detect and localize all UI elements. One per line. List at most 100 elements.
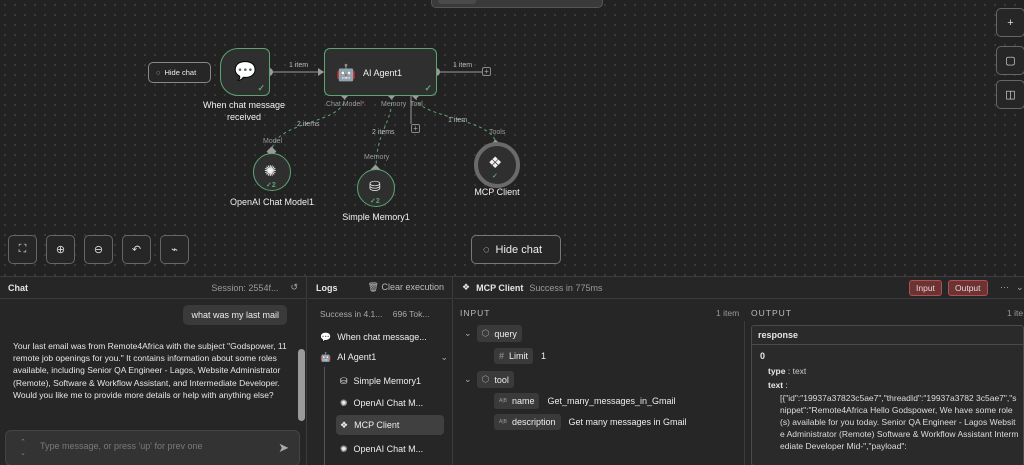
output-index: 0 <box>760 351 766 361</box>
chevron-down-icon: ⌄ <box>440 351 448 362</box>
node-label-openai: OpenAI Chat Model1 <box>229 197 315 207</box>
openai-logo-icon: ✺ <box>340 397 348 408</box>
input-query-row[interactable]: ⌄ ⬡query <box>464 325 522 342</box>
user-message: what was my last mail <box>183 305 287 325</box>
mcp-logo-icon: ❖ <box>340 419 349 430</box>
log-item-openai-2[interactable]: ✺ OpenAI Chat M... <box>340 443 424 455</box>
input-toggle-button[interactable]: Input <box>909 280 942 296</box>
mcp-logo-icon: ❖ <box>462 282 471 292</box>
input-port-tools: Tools <box>489 129 506 136</box>
edge-label-memory: 2 items <box>372 129 395 136</box>
port-tool: Tool <box>410 101 423 108</box>
output-text-label: text : <box>768 380 788 390</box>
chevron-down-icon: ⌄ <box>464 328 472 338</box>
logs-title: Logs <box>316 282 338 293</box>
undo-icon: ↶ <box>131 244 142 256</box>
zoom-fit-button[interactable]: ⛶ <box>8 235 37 264</box>
canvas-top-tab[interactable] <box>431 0 603 8</box>
output-type-row: type : text <box>768 366 807 376</box>
node-chat-trigger[interactable]: 💬 ✓ <box>220 48 270 96</box>
edge-label-model: 2 items <box>297 121 320 128</box>
chat-panel: Chat Session: 2554f... ↺ what was my las… <box>0 277 307 465</box>
chat-scrollbar[interactable] <box>298 349 305 421</box>
reset-session-icon[interactable]: ↺ <box>290 282 298 292</box>
hide-chat-button[interactable]: ◌ Hide chat <box>471 235 561 264</box>
input-tool-row[interactable]: ⌄ ⬡tool <box>464 371 514 388</box>
openai-logo-icon: ✺ <box>264 163 277 180</box>
node-label-mcp: MCP Client <box>474 187 520 197</box>
detail-node-name: MCP Client <box>476 282 524 293</box>
session-id: Session: 2554f... <box>211 282 279 293</box>
edge-label-tool: 1 item <box>448 117 468 124</box>
tidy-up-button[interactable]: ⌁ <box>160 235 189 264</box>
log-item-simple-memory[interactable]: ⛁ Simple Memory1 <box>340 375 422 387</box>
history-arrows-icon[interactable]: ⌃⌄ <box>20 439 26 457</box>
add-next-node-button[interactable]: + <box>482 67 491 76</box>
sticky-note-icon: ▢ <box>1005 55 1016 67</box>
detail-header: ❖ MCP Client Success in 775ms Input Outp… <box>454 277 1024 299</box>
plus-icon: + <box>1007 16 1014 29</box>
chat-title: Chat <box>8 282 28 293</box>
success-check-icon: ✓ <box>492 173 498 180</box>
node-label-agent: AI Agent1 <box>363 68 403 78</box>
edge-label-agent-out: 1 item <box>453 62 473 69</box>
logs-panel: Logs 🗑 Clear execution Success in 4.1...… <box>308 277 453 465</box>
mcp-logo-icon: ❖ <box>488 155 503 172</box>
chat-header: Chat Session: 2554f... ↺ <box>0 277 306 299</box>
robot-icon: 🤖 <box>336 65 356 82</box>
string-type-icon: A|B <box>499 398 507 404</box>
hide-chat-button-canvas[interactable]: ◌ Hide chat <box>148 62 211 83</box>
toggle-panel-button[interactable]: ◫ <box>996 80 1024 109</box>
send-icon[interactable]: ➤ <box>278 440 289 455</box>
chevron-down-icon: ⌄ <box>464 374 472 384</box>
add-tool-button[interactable]: + <box>411 124 420 133</box>
node-label-trigger: When chat message received <box>202 100 286 122</box>
log-item-openai-1[interactable]: ✺ OpenAI Chat M... <box>340 397 424 409</box>
add-sticky-note-button[interactable]: ▢ <box>996 46 1024 75</box>
success-check-icon: ✓ <box>257 83 265 93</box>
clear-execution-button[interactable]: 🗑 Clear execution <box>367 282 445 292</box>
chat-bubbles-icon: 💬 <box>234 61 257 81</box>
panel-layout-icon: ◫ <box>1005 89 1016 101</box>
string-type-icon: A|B <box>499 419 507 425</box>
log-item-ai-agent[interactable]: 🤖 AI Agent1 ⌄ <box>320 351 448 363</box>
success-check-icon: ✓ <box>424 83 432 93</box>
undo-button[interactable]: ↶ <box>122 235 151 264</box>
add-node-button[interactable]: + <box>996 8 1024 37</box>
hash-icon: # <box>499 351 505 361</box>
edge-memory <box>375 96 393 171</box>
database-icon: ⛁ <box>340 375 348 386</box>
bottom-panels: Chat Session: 2554f... ↺ what was my las… <box>0 276 1024 465</box>
edge-model <box>271 96 346 153</box>
output-json-view[interactable]: response 0 type : text text : [{"id":"19… <box>751 325 1024 465</box>
workflow-canvas[interactable]: ◌ Hide chat 💬 ✓ When chat message receiv… <box>0 0 1024 276</box>
node-label-memory: Simple Memory1 <box>342 212 410 222</box>
log-tree-line <box>324 367 325 465</box>
input-limit-row: #Limit 1 <box>494 348 546 364</box>
node-ai-agent[interactable]: 🤖 AI Agent1 ✓ <box>324 48 437 96</box>
output-toggle-button[interactable]: Output <box>948 280 988 296</box>
zoom-in-button[interactable]: ⊕ <box>46 235 75 264</box>
edge-tool <box>415 96 497 146</box>
log-item-mcp-client[interactable]: ❖ MCP Client <box>336 415 444 435</box>
node-mcp-client[interactable]: ❖ ✓ <box>474 142 520 188</box>
node-openai-chat-model[interactable]: ✺ ✓2 <box>253 153 291 191</box>
zoom-out-icon: ⊖ <box>93 244 104 256</box>
output-text-value: [{"id":"19937a37823c5ae7","threadId":"19… <box>780 393 1019 451</box>
chat-input-box: ⌃⌄ ➤ <box>5 430 300 465</box>
success-check-icon: ✓2 <box>370 198 380 205</box>
trash-icon: 🗑 <box>367 282 379 292</box>
log-item-chat-trigger[interactable]: 💬 When chat message... <box>320 331 427 343</box>
node-simple-memory[interactable]: ⛁ ✓2 <box>357 169 395 207</box>
more-options-icon[interactable]: ··· <box>1000 282 1009 292</box>
chat-bubble-icon: ◌ <box>156 68 161 77</box>
logs-header: Logs 🗑 Clear execution <box>308 277 452 299</box>
zoom-out-button[interactable]: ⊖ <box>84 235 113 264</box>
section-divider <box>744 321 745 465</box>
output-response-key: response <box>752 326 1023 345</box>
openai-logo-icon: ✺ <box>340 443 348 454</box>
input-port-model: Model <box>263 138 283 145</box>
chat-message-input[interactable] <box>40 441 260 451</box>
chevron-down-icon[interactable]: ⌄ <box>1016 282 1024 292</box>
